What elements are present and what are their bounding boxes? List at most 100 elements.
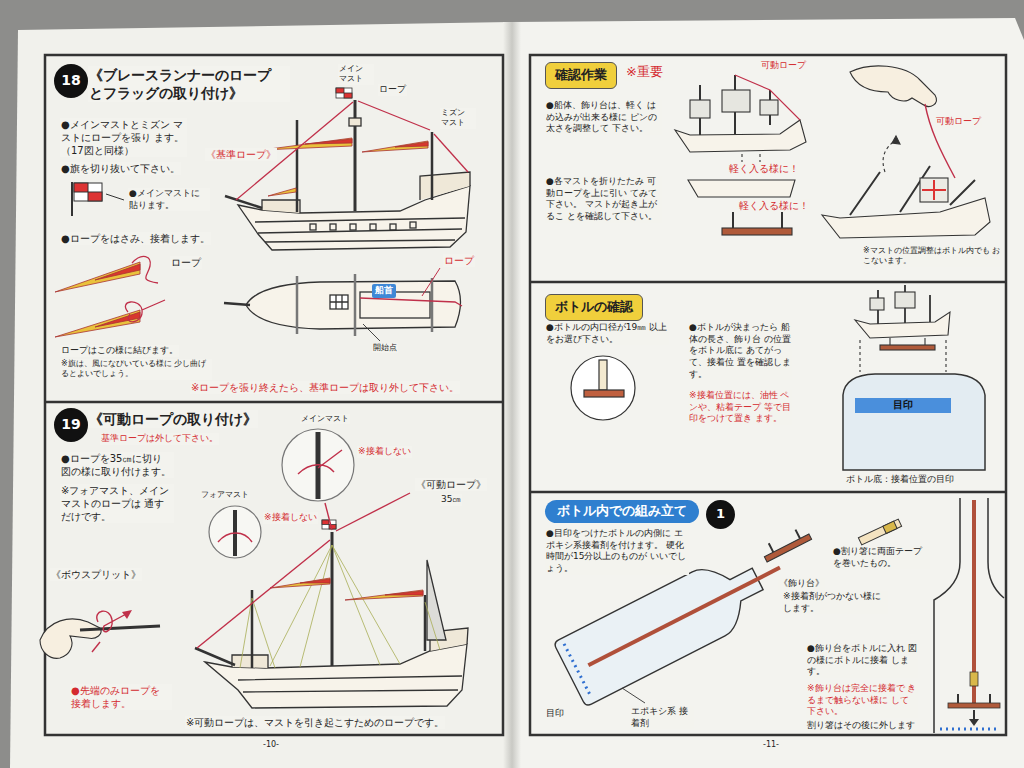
movable-rope [197, 493, 410, 648]
chopstick-icon [858, 519, 901, 545]
rigging-line [240, 545, 440, 668]
node-text: 船首 [375, 285, 393, 296]
step-number-circle: 18 [54, 64, 88, 98]
magnified-detail [218, 533, 252, 542]
yard-sail [385, 591, 423, 595]
bowsprit-hand [40, 619, 101, 658]
label-text: 《可動ロープ》 [415, 478, 487, 491]
ship-plan-view [224, 303, 250, 305]
label-text: ※旗は、風になびいている様に 少し曲げるとよいでしょう。 [60, 359, 212, 380]
ship-side-view [262, 200, 300, 213]
section-tag: ボトルの確認 [545, 294, 643, 321]
ship-plan-view [330, 295, 348, 309]
ship-on-stand [870, 298, 884, 310]
ship-folded [822, 136, 990, 238]
leader-line [622, 688, 645, 703]
label-text: 《可動ロープの取り付け》 [88, 410, 258, 428]
label-text: ●割り箸に両面テープ を巻いたもの。 [832, 546, 930, 569]
label-text: ●旗を切り抜いて下さい。 [60, 162, 181, 175]
bottle-mouth [571, 356, 635, 420]
rigging-line [240, 545, 440, 668]
desk-and-pages [512, 18, 1024, 768]
ship-side-view [350, 224, 356, 230]
label-box: 船首 [372, 284, 396, 298]
bowsprit-hand [80, 626, 160, 630]
ship-on-stand [895, 292, 915, 308]
node-text: 1 [716, 506, 725, 522]
knot-figure [132, 256, 158, 283]
knot-figure [95, 264, 140, 280]
chopstick-icon [883, 521, 897, 533]
label-text: ロープ [170, 256, 202, 269]
node-text: 確認作業 [555, 67, 607, 83]
label-text: 《飾り台》 [778, 578, 825, 590]
knot-figure [55, 310, 140, 337]
movable-rope [197, 540, 330, 648]
node-text: ボトル内での組み立て [557, 503, 687, 519]
yard-sail [262, 138, 428, 196]
movable-rope [336, 493, 410, 531]
bottle-upright [969, 719, 979, 726]
display-base [769, 530, 800, 553]
bottle-mouth [571, 356, 635, 420]
ship-side-view [310, 224, 316, 230]
flag-figure [71, 182, 73, 216]
ship-side-view [331, 532, 334, 666]
flag-figure [74, 183, 88, 192]
bottle-upright [934, 498, 960, 733]
bowsprit-hand [92, 642, 100, 652]
label-text: 可動ロープ [760, 60, 807, 72]
rope-line [434, 134, 468, 172]
ship-side-view [330, 224, 336, 230]
flag [322, 520, 336, 529]
yard-sail [305, 139, 352, 144]
ship-folded [892, 136, 900, 144]
ship-assembled [760, 100, 778, 115]
label-text: ※接着剤がつかない様に します。 [782, 591, 888, 614]
ship-plan-view [360, 298, 462, 306]
label-text: メインマスト [300, 414, 350, 424]
label-text: ミズン マスト [440, 108, 476, 129]
label-text: フォアマスト [200, 490, 250, 500]
flag [336, 88, 352, 98]
page-frame [45, 55, 1006, 735]
knot-figure [95, 312, 140, 327]
bottle-upright [970, 672, 978, 686]
ship-on-stand [878, 285, 930, 324]
ship-side-view [410, 222, 416, 228]
desk-and-pages [10, 22, 512, 768]
ship-assembled [722, 90, 750, 112]
step-number-circle: 19 [54, 408, 88, 442]
ship-on-stand [855, 312, 950, 338]
yard-sail [270, 578, 330, 588]
bottle-lying [564, 644, 591, 697]
bottle-bottom [843, 374, 985, 470]
bottle-lying [588, 568, 780, 666]
marker-band: 目印 [855, 398, 951, 413]
label-text: ※マストの位置調整はボトル内でも おこないます。 [862, 246, 1002, 267]
flag-figure [74, 183, 102, 201]
ship-folded [850, 166, 975, 215]
label-text: 軽く入る様に！ [728, 162, 800, 175]
label-text: ※接着しない [263, 512, 318, 524]
node-text: 18 [61, 72, 80, 90]
ship-side-view [255, 218, 465, 242]
yard-sail [300, 579, 330, 583]
ship-on-stand [890, 338, 925, 345]
label-text: 《基準ロープ》 [205, 148, 277, 161]
label-text: ロープ [378, 84, 407, 96]
label-text: 割り箸はその後に外します [806, 720, 916, 732]
ship-plan-view [363, 324, 380, 341]
ship-side-view [349, 118, 361, 126]
label-text: ロープはこの様に結びます。 [60, 345, 179, 357]
flag [322, 520, 336, 529]
ship-assembled [690, 100, 710, 118]
ship-plan-view [422, 268, 440, 296]
knot-figure [55, 256, 165, 337]
node-text: ボトルの確認 [555, 299, 633, 315]
label-text: ●各マストを折りたたみ 可動ロープを上に引い てみて下さい。 マストが起き上がる… [545, 176, 662, 223]
magnified-detail [298, 450, 342, 474]
ship-side-view [370, 224, 376, 230]
